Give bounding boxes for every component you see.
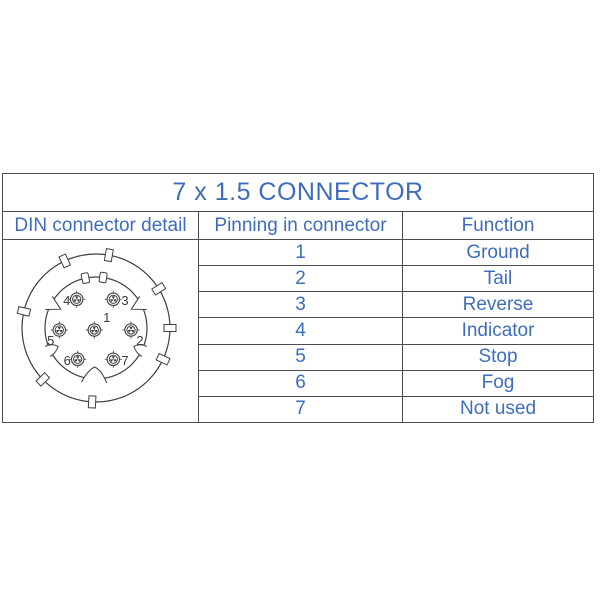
keying-notches <box>45 271 147 384</box>
pin-5-label: 5 <box>47 333 54 348</box>
function-cell: Fog <box>481 372 515 394</box>
table-title: 7 x 1.5 CONNECTOR <box>3 174 593 212</box>
function-cell: Stop <box>478 346 518 368</box>
pin-7-label: 7 <box>121 353 128 368</box>
pin-4-label: 4 <box>63 293 70 308</box>
table-row: 6 Fog <box>199 370 593 397</box>
function-cell: Tail <box>483 267 513 289</box>
table-row: 4 Indicator <box>199 318 593 345</box>
pin-function-rows: 1 Ground 2 Tail 3 Reverse 4 Indicator 5 <box>199 240 593 422</box>
pin-3-label: 3 <box>121 293 128 308</box>
function-cell: Not used <box>459 398 537 420</box>
function-cell: Reverse <box>462 293 534 315</box>
table-row: 5 Stop <box>199 344 593 371</box>
pin-6-label: 6 <box>64 353 71 368</box>
din-connector-diagram: 4 3 1 5 2 6 7 <box>16 248 177 409</box>
ring-key-marks <box>16 248 177 409</box>
pin-number-cell: 6 <box>199 370 403 396</box>
pin-number-cell: 1 <box>199 240 403 266</box>
table-row: 1 Ground <box>199 240 593 267</box>
table-header-row: DIN connector detail Pinning in connecto… <box>3 212 593 240</box>
header-pinning-in-connector: Pinning in connector <box>199 212 403 239</box>
pin-number-cell: 5 <box>199 344 403 370</box>
table-body: 4 3 1 5 2 6 7 1 Ground 2 Tail <box>3 240 593 422</box>
pin-1-label: 1 <box>103 310 110 325</box>
function-cell: Ground <box>466 241 530 263</box>
header-din-connector-detail: DIN connector detail <box>3 212 199 239</box>
function-cell: Indicator <box>461 319 535 341</box>
table-row: 2 Tail <box>199 266 593 293</box>
din-connector-diagram-cell: 4 3 1 5 2 6 7 <box>3 240 199 422</box>
connector-table: 7 x 1.5 CONNECTOR DIN connector detail P… <box>2 173 594 423</box>
pin-number-cell: 7 <box>199 396 403 422</box>
table-row: 3 Reverse <box>199 292 593 319</box>
header-function: Function <box>461 214 535 236</box>
pin-number-cell: 3 <box>199 292 403 318</box>
table-row: 7 Not used <box>199 396 593 422</box>
pin-2-label: 2 <box>136 333 143 348</box>
pin-number-cell: 4 <box>199 318 403 344</box>
pin-number-cell: 2 <box>199 266 403 292</box>
